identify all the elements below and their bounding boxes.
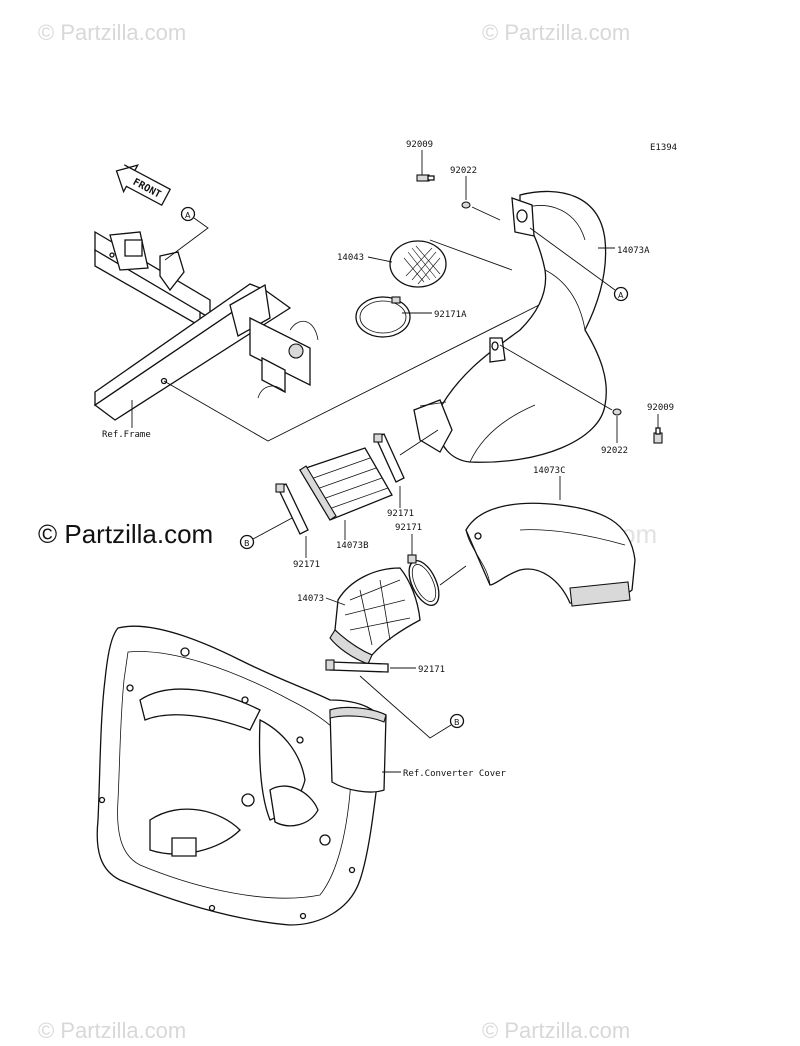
callout-a-frame (180, 206, 196, 222)
part-92009-top: 92009 (406, 140, 433, 150)
callout-b-bottom-label: B (454, 718, 460, 727)
part-14043: 14043 (337, 253, 364, 263)
part-14073A: 14073A (617, 246, 650, 256)
callout-a-frame-label: A (185, 211, 191, 220)
bolt-92009-top (416, 174, 435, 182)
ref-converter-cover-label: Ref.Converter Cover (403, 769, 507, 779)
clamp-92171-bottom (325, 659, 389, 673)
part-92171-bottom: 92171 (418, 665, 445, 675)
callout-b-left (239, 534, 255, 550)
duct-14073A (413, 190, 607, 463)
part-14073B: 14073B (336, 541, 369, 551)
ref-frame-label: Ref.Frame (102, 430, 151, 440)
watermark-top-right: © Partzilla.com (482, 20, 630, 45)
clamp-92171-middle (407, 554, 440, 606)
converter-cover-drawing (96, 625, 387, 926)
watermark-bottom-right: © Partzilla.com (482, 1018, 630, 1043)
clamp-92171-right (373, 433, 405, 483)
clamp-92171A (355, 296, 411, 338)
part-92022-top: 92022 (450, 166, 477, 176)
callout-a-duct (613, 286, 629, 302)
clamp-92171-left (275, 483, 309, 535)
watermark-middle-left: © Partzilla.com (38, 519, 213, 549)
washer-92022-right (612, 408, 622, 416)
diagram-code: E1394 (650, 143, 677, 153)
part-92171-b: 92171 (395, 523, 422, 533)
duct-14073C (465, 502, 636, 607)
bolt-92009-right (653, 427, 663, 444)
part-92171-a: 92171 (387, 509, 414, 519)
elbow-14073 (329, 567, 421, 665)
part-92171-left: 92171 (293, 560, 320, 570)
part-92171A: 92171A (434, 310, 467, 320)
boot-14073B (299, 447, 393, 521)
washer-92022-top (461, 201, 471, 209)
screen-14043 (389, 240, 447, 288)
part-14073: 14073 (297, 594, 324, 604)
front-arrow-icon: FRONT (115, 164, 172, 207)
part-92022-right: 92022 (601, 446, 628, 456)
part-14073C: 14073C (533, 466, 566, 476)
watermark-top-left: © Partzilla.com (38, 20, 186, 45)
callout-b-left-label: B (244, 539, 250, 548)
frame-drawing (93, 230, 319, 421)
part-92009-right: 92009 (647, 403, 674, 413)
callout-b-bottom (449, 713, 465, 729)
watermark-bottom-left: © Partzilla.com (38, 1018, 186, 1043)
callout-a-duct-label: A (618, 291, 624, 300)
